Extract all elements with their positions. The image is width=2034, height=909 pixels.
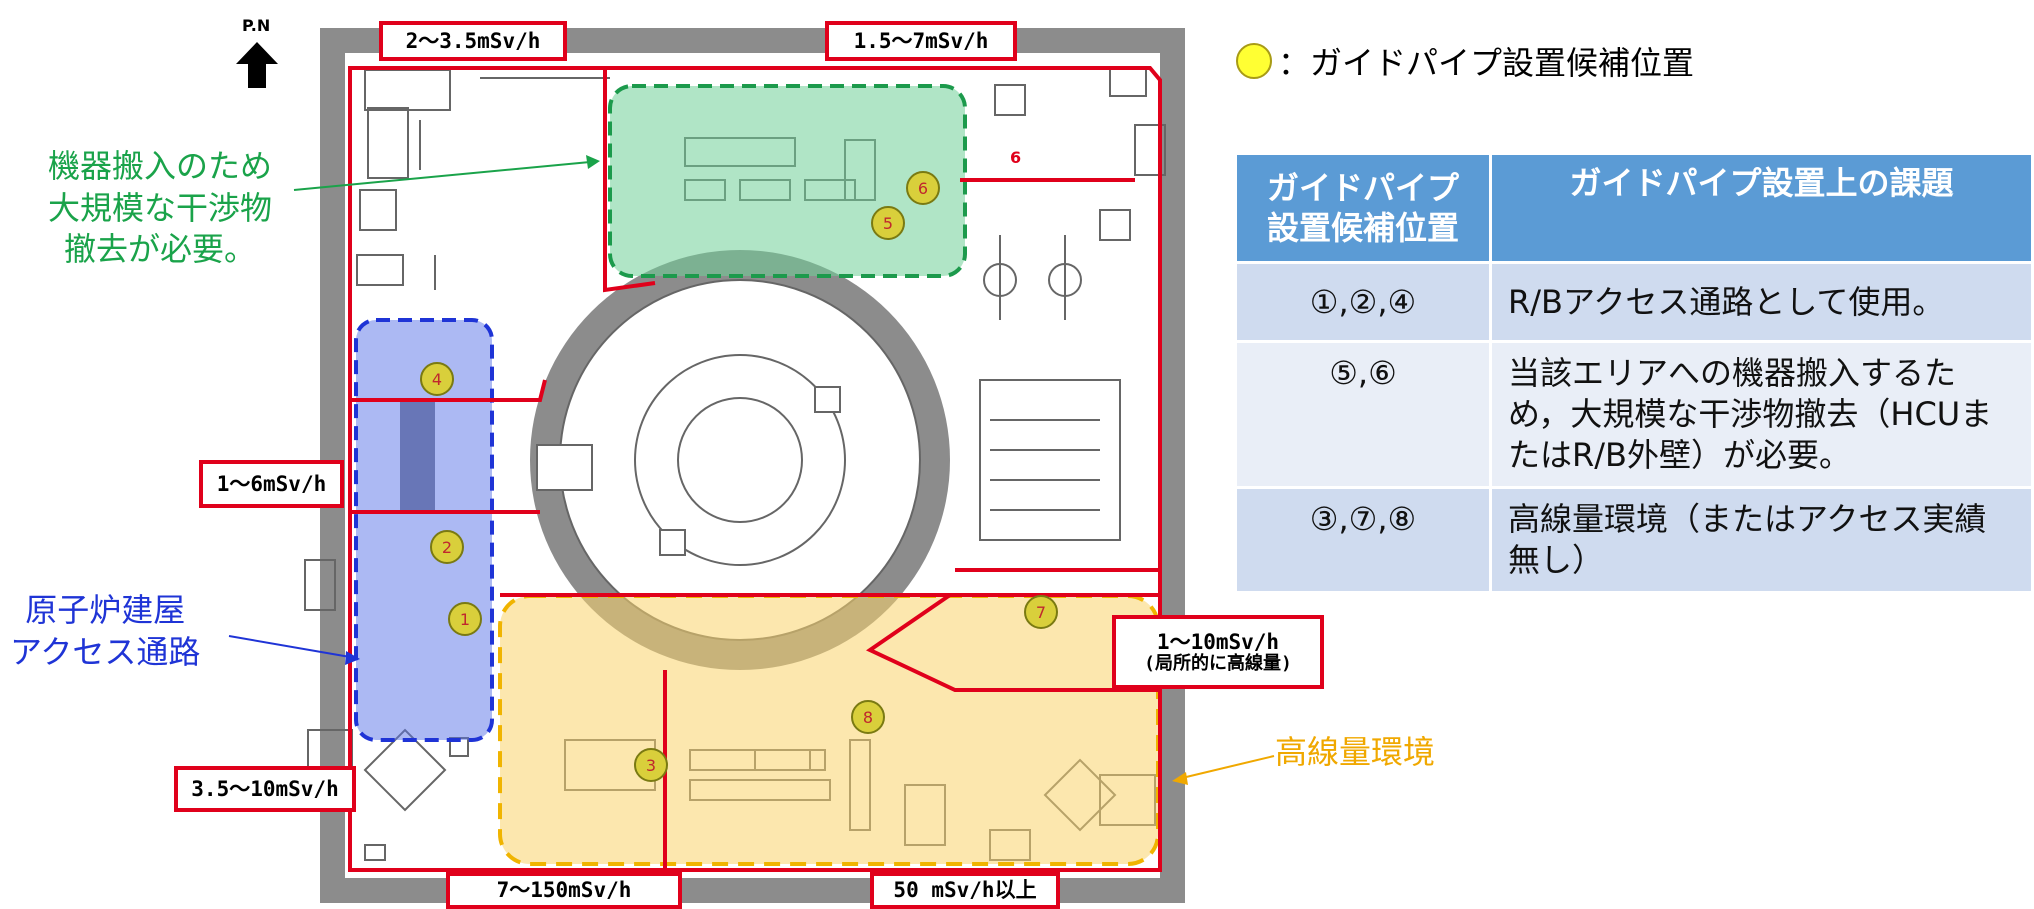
table-cell-positions: ①,②,④ (1234, 261, 1492, 343)
blue-annotation-line1: 原子炉建屋 (25, 591, 186, 629)
dose-label-right-mid-line2: (局所的に高線量) (1144, 652, 1292, 674)
pedestal (634, 354, 846, 566)
candidate-marker-7: 7 (1024, 595, 1058, 629)
orange-high-dose-zone (498, 594, 1160, 866)
table-cell-positions: ③,⑦,⑧ (1234, 485, 1492, 594)
orange-arrow (1172, 755, 1275, 785)
dose-label-right-mid-line1: 1～10mSv/h (1156, 629, 1280, 654)
north-label: P.N (242, 16, 271, 35)
candidate-marker-3: 3 (634, 748, 668, 782)
candidate-marker-1: 1 (448, 602, 482, 636)
table-header-positions-line2: 設置候補位置 (1266, 209, 1459, 247)
table-header-issue: ガイドパイプ設置上の課題 (1489, 152, 2034, 264)
blue-annotation-line2: アクセス通路 (10, 632, 201, 671)
green-annotation-line1: 機器搬入のため (48, 147, 273, 185)
table-row: ①,②,④ R/Bアクセス通路として使用。 (1234, 261, 2034, 343)
dose-label-bottom-left: 7～150mSv/h (446, 872, 682, 909)
dose-label-left-mid: 1～6mSv/h (199, 460, 344, 508)
table-cell-issue: 高線量環境（またはアクセス実績無し） (1489, 485, 2034, 594)
dose-label-bottom-right: 50 mSv/h以上 (870, 872, 1060, 909)
candidate-marker-5: 5 (871, 206, 905, 240)
dose-label-top-right: 1.5～7mSv/h (825, 21, 1017, 61)
dose-label-top-left: 2～3.5mSv/h (379, 21, 567, 61)
table-cell-issue: 当該エリアへの機器搬入するため，大規模な干渉物撤去（HCUまたはR/B外壁）が必… (1489, 340, 2034, 489)
legend-marker-icon (1236, 43, 1272, 79)
drywell-inner (559, 279, 921, 641)
green-annotation: 機器搬入のため 大規模な干渉物 撤去が必要。 (48, 146, 272, 271)
blue-annotation: 原子炉建屋 アクセス通路 (10, 590, 200, 673)
blue-access-zone (354, 318, 494, 742)
blue-arrow (228, 635, 360, 665)
dose-label-left-bottom: 3.5～10mSv/h (174, 766, 356, 812)
north-arrow-icon (236, 42, 278, 88)
candidate-marker-8: 8 (851, 700, 885, 734)
table-header-positions: ガイドパイプ 設置候補位置 (1234, 152, 1492, 264)
legend-text: ：ガイドパイプ設置候補位置 (1278, 44, 1695, 82)
issues-table: ガイドパイプ 設置候補位置 ガイドパイプ設置上の課題 ①,②,④ R/Bアクセス… (1234, 152, 2034, 594)
table-row: ③,⑦,⑧ 高線量環境（またはアクセス実績無し） (1234, 485, 2034, 594)
orange-annotation: 高線量環境 (1275, 733, 1436, 771)
candidate-marker-6: 6 (906, 171, 940, 205)
green-arrow (293, 155, 600, 191)
dose-label-right-mid: 1～10mSv/h (局所的に高線量) (1112, 615, 1324, 689)
green-annotation-line2: 大規模な干渉物 (48, 188, 273, 227)
green-annotation-line3: 撤去が必要。 (64, 230, 257, 269)
legend: ：ガイドパイプ設置候補位置 (1236, 38, 1694, 84)
table-header-positions-line1: ガイドパイプ (1266, 169, 1459, 207)
small-red-six: 6 (1010, 148, 1022, 167)
rpv (677, 397, 803, 523)
table-cell-positions: ⑤,⑥ (1234, 340, 1492, 489)
candidate-marker-4: 4 (420, 362, 454, 396)
table-row: ⑤,⑥ 当該エリアへの機器搬入するため，大規模な干渉物撤去（HCUまたはR/B外… (1234, 340, 2034, 489)
candidate-marker-2: 2 (430, 530, 464, 564)
dose-boundaries (348, 66, 1162, 872)
table-cell-issue: R/Bアクセス通路として使用。 (1489, 261, 2034, 343)
